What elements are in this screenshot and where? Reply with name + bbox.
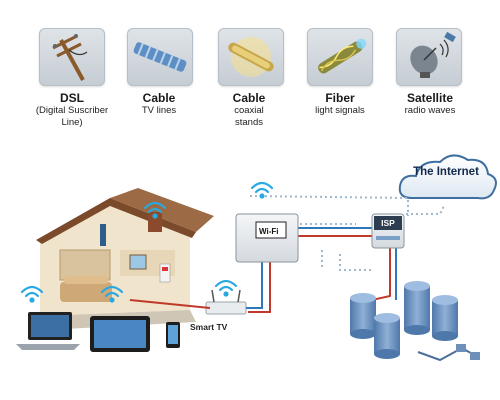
telephone-pole-icon — [52, 34, 88, 81]
wifi-router-label: Wi-Fi — [259, 227, 279, 236]
coaxial-cable-label: Cable coaxial stands — [194, 91, 304, 129]
laptop — [16, 312, 80, 350]
wifi-icon — [100, 285, 124, 303]
database-servers — [350, 281, 480, 362]
smartphone — [166, 322, 180, 348]
connection-subtitle: stands — [235, 117, 263, 128]
wifi-icon — [250, 181, 274, 199]
isp-label: ISP — [381, 218, 395, 228]
connection-subtitle: (Digital Suscriber — [35, 105, 109, 116]
coaxial-cable-tile — [218, 28, 284, 86]
tv-cable-tile — [127, 28, 193, 86]
internet-cloud — [398, 154, 497, 200]
house — [36, 188, 214, 330]
wifi-router-box — [235, 213, 299, 263]
satellite-label: Satellite radio waves — [375, 91, 485, 117]
connection-subtitle: radio waves — [404, 105, 456, 116]
connection-subtitle: coaxial — [234, 105, 264, 116]
tv-cable-label: Cable TV lines — [104, 91, 214, 117]
connection-subtitle: light signals — [315, 105, 365, 116]
dsl-tile — [39, 28, 105, 86]
network-wires — [129, 227, 397, 313]
fiber-optic-icon — [318, 38, 367, 74]
dsl-label: DSL (Digital Suscriber Line) — [17, 91, 127, 129]
connection-subtitle: TV lines — [141, 105, 177, 116]
satellite-dish-icon — [410, 31, 456, 78]
connection-title: Cable — [232, 91, 266, 105]
connection-title: Satellite — [406, 91, 454, 105]
fiber-tile — [307, 28, 373, 86]
wifi-icon — [143, 201, 167, 219]
dotted-links — [249, 195, 445, 271]
connection-subtitle: Line) — [61, 117, 83, 128]
isp-box — [371, 213, 405, 249]
connection-title: Cable — [142, 91, 176, 105]
satellite-tile — [396, 28, 462, 86]
monitor — [90, 316, 150, 352]
wifi-icon — [20, 285, 44, 303]
smart-tv-label: Smart TV — [190, 322, 228, 332]
wifi-icon — [214, 279, 238, 297]
connection-title: DSL — [60, 91, 84, 105]
internet-label: The Internet — [413, 166, 479, 178]
wifi-signal-icons — [20, 181, 274, 303]
fiber-label: Fiber light signals — [285, 91, 395, 117]
home-network-diagram — [16, 154, 497, 362]
coaxial-cable-icon — [228, 37, 274, 77]
tv-cable-icon — [133, 42, 187, 72]
connection-title: Fiber — [325, 91, 355, 105]
